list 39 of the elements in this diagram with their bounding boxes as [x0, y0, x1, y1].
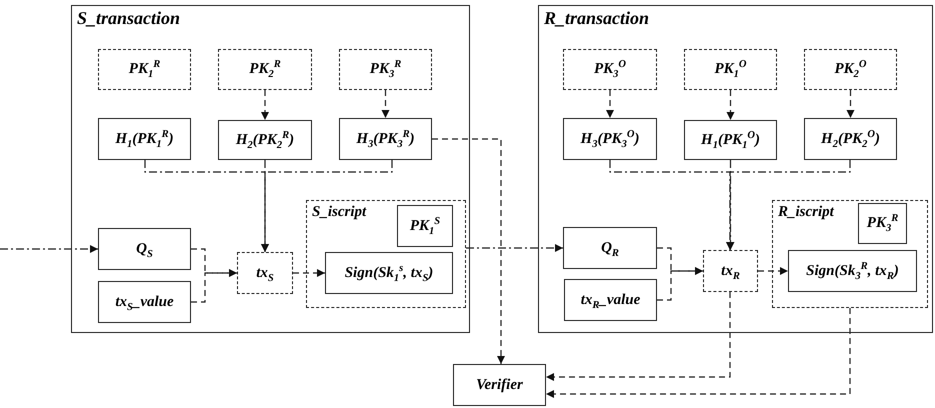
arrow [382, 90, 390, 118]
arrow [758, 267, 788, 275]
arrow [546, 308, 851, 398]
arrow [546, 292, 731, 381]
arrow [432, 138, 505, 364]
process-box: H$_{1}$(PK$_{1}$$^{R}$) [98, 118, 191, 160]
group-title: R_iscript [778, 204, 834, 220]
process-box: Sign(Sk$_{1}$$^{s}$, tx$_{S}$) [325, 252, 453, 294]
arrow [191, 269, 237, 303]
arrow [726, 160, 851, 250]
dashed-box: tx$_{S}$ [237, 252, 293, 294]
group-title: R_transaction [544, 9, 650, 29]
process-box: Q$_{S}$ [98, 228, 191, 270]
arrow [657, 267, 703, 301]
group-box [71, 5, 470, 333]
dashed-group-box [772, 200, 928, 308]
dashed-group-box [306, 200, 466, 308]
process-box: H$_{3}$(PK$_{3}$$^{O}$) [563, 118, 657, 160]
process-box: Q$_{R}$ [563, 227, 657, 269]
process-box: tx$_{S}$_value [98, 281, 191, 323]
process-box: H$_{2}$(PK$_{2}$$^{R}$) [218, 120, 312, 160]
process-box: Sign(Sk$_{3}$$^{R}$, tx$_{R}$) [788, 250, 917, 292]
arrow [0, 245, 98, 253]
group-box [538, 5, 933, 333]
arrow [726, 90, 734, 120]
dashed-box: tx$_{R}$ [703, 250, 758, 292]
arrow [261, 90, 269, 120]
process-box: Verifier [453, 364, 546, 406]
arrow [293, 269, 325, 277]
arrow [606, 90, 614, 118]
arrow [466, 244, 563, 252]
group-title: S_iscript [312, 204, 366, 220]
process-box: H$_{3}$(PK$_{3}$$^{R}$) [339, 118, 432, 160]
process-box: tx$_{R}$_value [564, 279, 657, 321]
process-box: H$_{1}$(PK$_{1}$$^{O}$) [684, 120, 777, 160]
arrow [846, 90, 854, 118]
arrow [261, 160, 393, 252]
group-title: S_transaction [77, 9, 180, 29]
process-box: H$_{2}$(PK$_{2}$$^{O}$) [804, 118, 897, 160]
